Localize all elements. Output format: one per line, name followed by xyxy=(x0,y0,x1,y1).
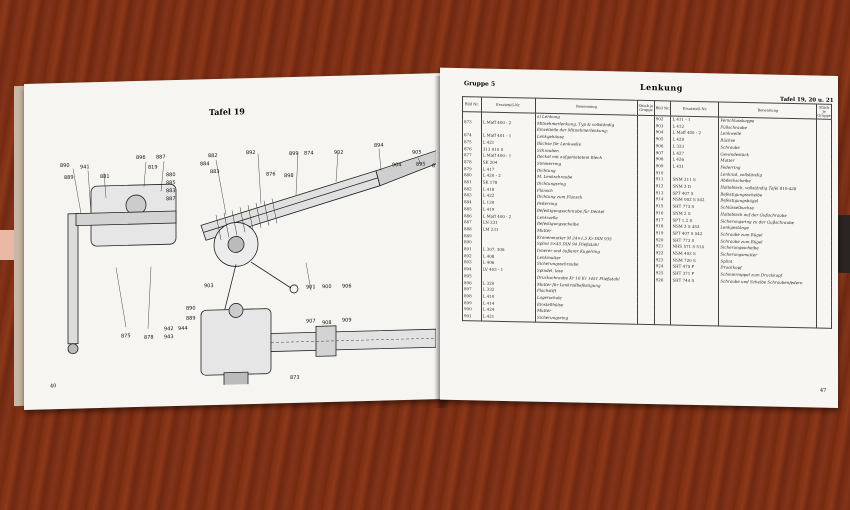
svg-text:819: 819 xyxy=(148,165,158,171)
page-edge xyxy=(14,85,24,407)
svg-text:881: 881 xyxy=(100,174,110,180)
svg-text:909: 909 xyxy=(342,317,352,323)
svg-text:876: 876 xyxy=(432,163,436,169)
svg-text:890: 890 xyxy=(186,306,196,312)
section-title: Lenkung xyxy=(640,81,683,93)
svg-text:890: 890 xyxy=(60,163,70,169)
svg-text:878: 878 xyxy=(144,335,154,341)
cell-nr-2: 916 xyxy=(654,209,671,218)
svg-text:898: 898 xyxy=(284,173,294,179)
header-nr: Bild Nr. xyxy=(462,96,482,113)
header-ersatzteil: Ersatzteil-Nr. xyxy=(481,97,536,114)
svg-text:902: 902 xyxy=(334,150,344,156)
svg-text:889: 889 xyxy=(64,175,74,181)
parts-table: Bild Nr. Ersatzteil-Nr. Benennung Stück … xyxy=(462,96,832,329)
svg-text:942: 942 xyxy=(164,326,174,332)
cell-nr-2: 909 xyxy=(654,163,671,171)
svg-text:896: 896 xyxy=(136,155,146,161)
cell-nr-2: 906 xyxy=(654,142,671,151)
right-page-number: 47 xyxy=(820,387,827,394)
svg-text:905: 905 xyxy=(412,150,422,156)
cell-nr-2 xyxy=(654,317,671,325)
pitman-arm xyxy=(67,213,79,345)
left-page-number: 40 xyxy=(50,383,57,390)
header-stueck: Stück je Gruppe xyxy=(637,100,655,116)
upper-assembly-view xyxy=(67,148,436,355)
cell-nr-2: 902 xyxy=(654,115,671,124)
svg-text:884: 884 xyxy=(200,161,210,167)
svg-text:900: 900 xyxy=(322,284,332,290)
svg-text:885: 885 xyxy=(166,180,176,186)
open-book: Tafel 19 xyxy=(14,67,842,411)
cell-benennung-2 xyxy=(718,318,817,328)
cell-nr-2: 926 xyxy=(654,277,671,285)
svg-text:874: 874 xyxy=(304,150,314,156)
svg-text:944: 944 xyxy=(178,326,188,332)
svg-text:882: 882 xyxy=(208,153,218,159)
svg-text:899: 899 xyxy=(289,151,299,157)
svg-text:903: 903 xyxy=(204,283,214,289)
svg-text:908: 908 xyxy=(322,320,332,326)
svg-text:906: 906 xyxy=(342,283,352,289)
svg-text:876: 876 xyxy=(266,171,276,177)
cell-stueck-2 xyxy=(816,320,832,329)
cell-benennung: Sicherungsring xyxy=(535,314,638,325)
cell-stueck xyxy=(637,316,655,325)
svg-text:904: 904 xyxy=(392,162,402,168)
svg-text:901: 901 xyxy=(306,284,316,290)
svg-text:895: 895 xyxy=(416,161,426,167)
svg-text:894: 894 xyxy=(374,143,384,149)
cell-nr-2: 912 xyxy=(654,183,671,191)
left-page: Tafel 19 xyxy=(24,72,448,411)
svg-text:887: 887 xyxy=(166,196,176,202)
svg-text:883: 883 xyxy=(166,188,176,194)
right-page: Gruppe 5 Lenkung Tafel 19, 20 u. 21 Bild… xyxy=(440,67,838,408)
group-label: Gruppe 5 xyxy=(464,80,496,88)
svg-text:907: 907 xyxy=(306,318,316,324)
svg-text:873: 873 xyxy=(290,375,300,381)
svg-text:883: 883 xyxy=(210,169,220,175)
cell-nr: 901 xyxy=(462,313,482,321)
svg-text:887: 887 xyxy=(156,154,166,160)
cell-ersatzteil: L 421 xyxy=(481,313,536,322)
svg-text:889: 889 xyxy=(186,316,196,322)
svg-text:943: 943 xyxy=(164,334,174,340)
cell-ersatzteil-2 xyxy=(670,317,719,326)
svg-text:941: 941 xyxy=(80,164,90,170)
header-ersatzteil-2: Ersatzteil-Nr. xyxy=(670,101,719,118)
svg-text:892: 892 xyxy=(246,150,256,156)
svg-text:875: 875 xyxy=(121,333,131,339)
header-nr-2: Bild Nr. xyxy=(654,100,671,117)
svg-text:880: 880 xyxy=(166,172,176,178)
lower-assembly-view xyxy=(200,303,436,388)
header-stueck-2: Stück je Gruppe xyxy=(816,104,832,120)
cell-nr-2: 919 xyxy=(654,230,671,238)
